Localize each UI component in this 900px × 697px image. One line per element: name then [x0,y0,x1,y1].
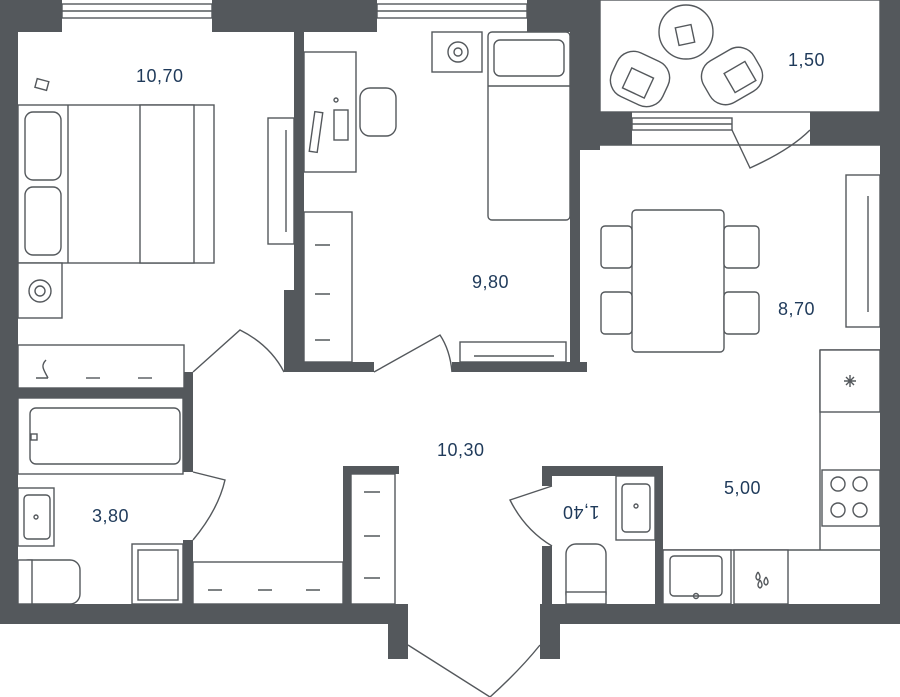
kids-room-area-label: 9,80 [472,272,509,292]
hall-furniture [192,473,396,605]
bathroom-furniture [17,397,184,605]
kids-room-furniture [303,31,571,363]
bathroom-area-label: 3,80 [92,506,129,526]
dining-furniture [600,174,881,353]
walls [0,0,900,659]
wc-area-label: 1,40 [562,502,599,522]
bedroom-area-label: 10,70 [136,66,184,86]
balcony-furniture [609,4,764,108]
area-labels: 10,70 9,80 1,50 8,70 10,30 5,00 3,80 1,4… [92,50,825,526]
balcony-area-label: 1,50 [788,50,825,70]
bedroom-furniture [17,77,295,389]
wc-furniture [565,475,656,605]
windows [61,3,733,131]
doors [192,129,811,697]
dining-area-label: 8,70 [778,299,815,319]
kitchen-area-label: 5,00 [724,478,761,498]
hall-area-label: 10,30 [437,440,485,460]
kitchen-furniture [662,349,881,605]
